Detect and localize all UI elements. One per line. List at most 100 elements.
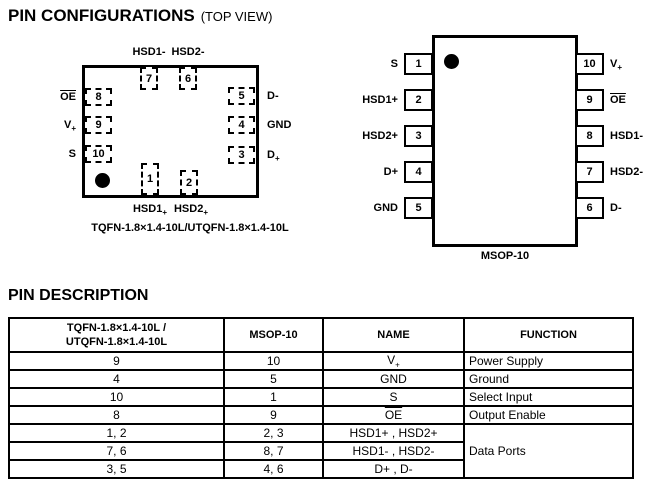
tqfn-pin-box-2: 2 bbox=[180, 170, 198, 195]
tqfn-pin1-indicator-dot bbox=[95, 173, 110, 188]
tqfn-pin-box-8: 8 bbox=[85, 88, 112, 106]
cell-msop-pins: 9 bbox=[223, 405, 324, 426]
msop-pin-number-8: 8 bbox=[586, 130, 593, 142]
tqfn-pin-box-7: 7 bbox=[140, 67, 158, 90]
tqfn-pin-label-vplus: V+ bbox=[63, 119, 76, 134]
msop-pin-label-d-minus: D- bbox=[610, 202, 622, 214]
table-row: 10 1 S Select Input bbox=[8, 387, 634, 408]
tqfn-pin-number-3: 3 bbox=[238, 149, 245, 161]
tqfn-pin-label-hsd2-plus: HSD2+ bbox=[173, 203, 208, 218]
cell-name: D+ , D- bbox=[322, 459, 465, 480]
tqfn-pin-number-6: 6 bbox=[184, 72, 192, 85]
cell-msop-pins: 4, 6 bbox=[223, 459, 324, 480]
tqfn-pin-box-1: 1 bbox=[141, 163, 159, 195]
msop-pin-label-hsd1-minus: HSD1- bbox=[610, 130, 644, 142]
tqfn-pin-label-hsd1-minus: HSD1- bbox=[132, 46, 166, 58]
tqfn-pin-box-3: 3 bbox=[228, 146, 255, 164]
msop-pin-label-hsd1-plus: HSD1+ bbox=[362, 94, 398, 106]
msop-pin-box-3: 3 bbox=[404, 125, 433, 147]
msop-pin-box-8: 8 bbox=[575, 125, 604, 147]
msop-pin-box-10: 10 bbox=[575, 53, 604, 75]
table-row: 8 9 OE Output Enable bbox=[8, 405, 634, 426]
msop-pin-label-vplus: V+ bbox=[610, 58, 623, 73]
msop-pin-box-9: 9 bbox=[575, 89, 604, 111]
cell-msop-pins: 10 bbox=[223, 350, 324, 372]
pin-configurations-heading: PIN CONFIGURATIONS (TOP VIEW) bbox=[8, 6, 272, 26]
tqfn-pin-label-dplus: D+ bbox=[267, 149, 280, 164]
tqfn-package-caption: TQFN-1.8×1.4-10L/UTQFN-1.8×1.4-10L bbox=[91, 222, 289, 234]
page-title: PIN CONFIGURATIONS bbox=[8, 6, 195, 25]
msop-pin-label-hsd2-minus: HSD2- bbox=[610, 166, 644, 178]
cell-tqfn-pins: 9 bbox=[8, 350, 225, 372]
msop-package-caption: MSOP-10 bbox=[480, 250, 530, 262]
cell-tqfn-pins: 1, 2 bbox=[8, 423, 225, 444]
cell-msop-pins: 8, 7 bbox=[223, 441, 324, 462]
pin-description-table: TQFN-1.8×1.4-10L / UTQFN-1.8×1.4-10L MSO… bbox=[8, 317, 634, 480]
cell-name: HSD1- , HSD2- bbox=[322, 441, 465, 462]
msop-pin-number-7: 7 bbox=[586, 166, 593, 178]
table-row: 7, 6 8, 7 HSD1- , HSD2- bbox=[8, 441, 633, 462]
cell-name: V+ bbox=[322, 350, 465, 372]
msop-pin-box-4: 4 bbox=[404, 161, 433, 183]
cell-tqfn-pins: 3, 5 bbox=[8, 459, 225, 480]
cell-function: Power Supply bbox=[463, 350, 634, 372]
tqfn-pin-label-hsd2-minus: HSD2- bbox=[171, 46, 205, 58]
col-header-name: NAME bbox=[322, 317, 465, 353]
msop-body-outline bbox=[432, 35, 578, 247]
msop-pin-number-10: 10 bbox=[583, 58, 596, 70]
msop-pin-box-7: 7 bbox=[575, 161, 604, 183]
msop-pin-label-gnd: GND bbox=[373, 202, 398, 214]
tqfn-pin-box-6: 6 bbox=[179, 67, 197, 90]
table-header-row: TQFN-1.8×1.4-10L / UTQFN-1.8×1.4-10L MSO… bbox=[8, 317, 634, 353]
tqfn-pin-number-2: 2 bbox=[185, 176, 193, 189]
msop-pin-number-4: 4 bbox=[415, 166, 422, 178]
cell-function: Select Input bbox=[463, 387, 634, 408]
cell-tqfn-pins: 10 bbox=[8, 387, 225, 408]
cell-msop-pins: 1 bbox=[223, 387, 324, 408]
cell-msop-pins: 2, 3 bbox=[223, 423, 324, 444]
tqfn-pin-box-4: 4 bbox=[228, 116, 255, 134]
table-row: 1, 2 2, 3 HSD1+ , HSD2+ Data Ports bbox=[8, 423, 634, 480]
tqfn-pin-label-gnd: GND bbox=[267, 119, 292, 131]
tqfn-pin-number-4: 4 bbox=[238, 119, 245, 131]
msop-pin-label-hsd2-plus: HSD2+ bbox=[362, 130, 398, 142]
table-row: 4 5 GND Ground bbox=[8, 369, 634, 390]
msop-pin-box-1: 1 bbox=[404, 53, 433, 75]
tqfn-pin-label-oe: OE bbox=[60, 91, 76, 103]
pin-description-heading: PIN DESCRIPTION bbox=[8, 287, 149, 304]
tqfn-pin-number-5: 5 bbox=[238, 90, 245, 102]
tqfn-pin-box-5: 5 bbox=[228, 87, 255, 105]
tqfn-pin-number-9: 9 bbox=[95, 119, 102, 131]
cell-tqfn-pins: 4 bbox=[8, 369, 225, 390]
msop-pin-number-3: 3 bbox=[415, 130, 422, 142]
msop-pin1-indicator-dot bbox=[444, 54, 459, 69]
tqfn-pin-number-1: 1 bbox=[146, 173, 154, 185]
msop-pin-box-5: 5 bbox=[404, 197, 433, 219]
tqfn-pin-box-9: 9 bbox=[85, 116, 112, 134]
cell-function: Output Enable bbox=[463, 405, 634, 426]
col-header-msop: MSOP-10 bbox=[223, 317, 324, 353]
msop-pin-label-dplus: D+ bbox=[383, 166, 398, 178]
table-row: 3, 5 4, 6 D+ , D- bbox=[8, 459, 633, 480]
tqfn-pin-number-7: 7 bbox=[145, 72, 153, 85]
msop-pin-number-6: 6 bbox=[586, 202, 593, 214]
cell-name: HSD1+ , HSD2+ bbox=[322, 423, 465, 444]
tqfn-pin-label-d-minus: D- bbox=[267, 90, 279, 102]
tqfn-pin-number-10: 10 bbox=[92, 148, 105, 160]
cell-function-data-ports: Data Ports bbox=[463, 423, 634, 480]
msop-pin-box-6: 6 bbox=[575, 197, 604, 219]
tqfn-pin-box-10: 10 bbox=[85, 145, 112, 163]
tqfn-pin-label-s: S bbox=[68, 148, 76, 160]
msop-pin-number-5: 5 bbox=[415, 202, 422, 214]
cell-msop-pins: 5 bbox=[223, 369, 324, 390]
cell-name: GND bbox=[322, 369, 465, 390]
cell-tqfn-pins: 7, 6 bbox=[8, 441, 225, 462]
col-header-tqfn: TQFN-1.8×1.4-10L / UTQFN-1.8×1.4-10L bbox=[8, 317, 225, 353]
tqfn-pin-number-8: 8 bbox=[95, 91, 102, 103]
cell-name: S bbox=[322, 387, 465, 408]
page-title-suffix: (TOP VIEW) bbox=[200, 9, 273, 24]
msop-pin-label-oe: OE bbox=[610, 94, 626, 106]
msop-pin-number-1: 1 bbox=[415, 58, 422, 70]
msop-pin-box-2: 2 bbox=[404, 89, 433, 111]
